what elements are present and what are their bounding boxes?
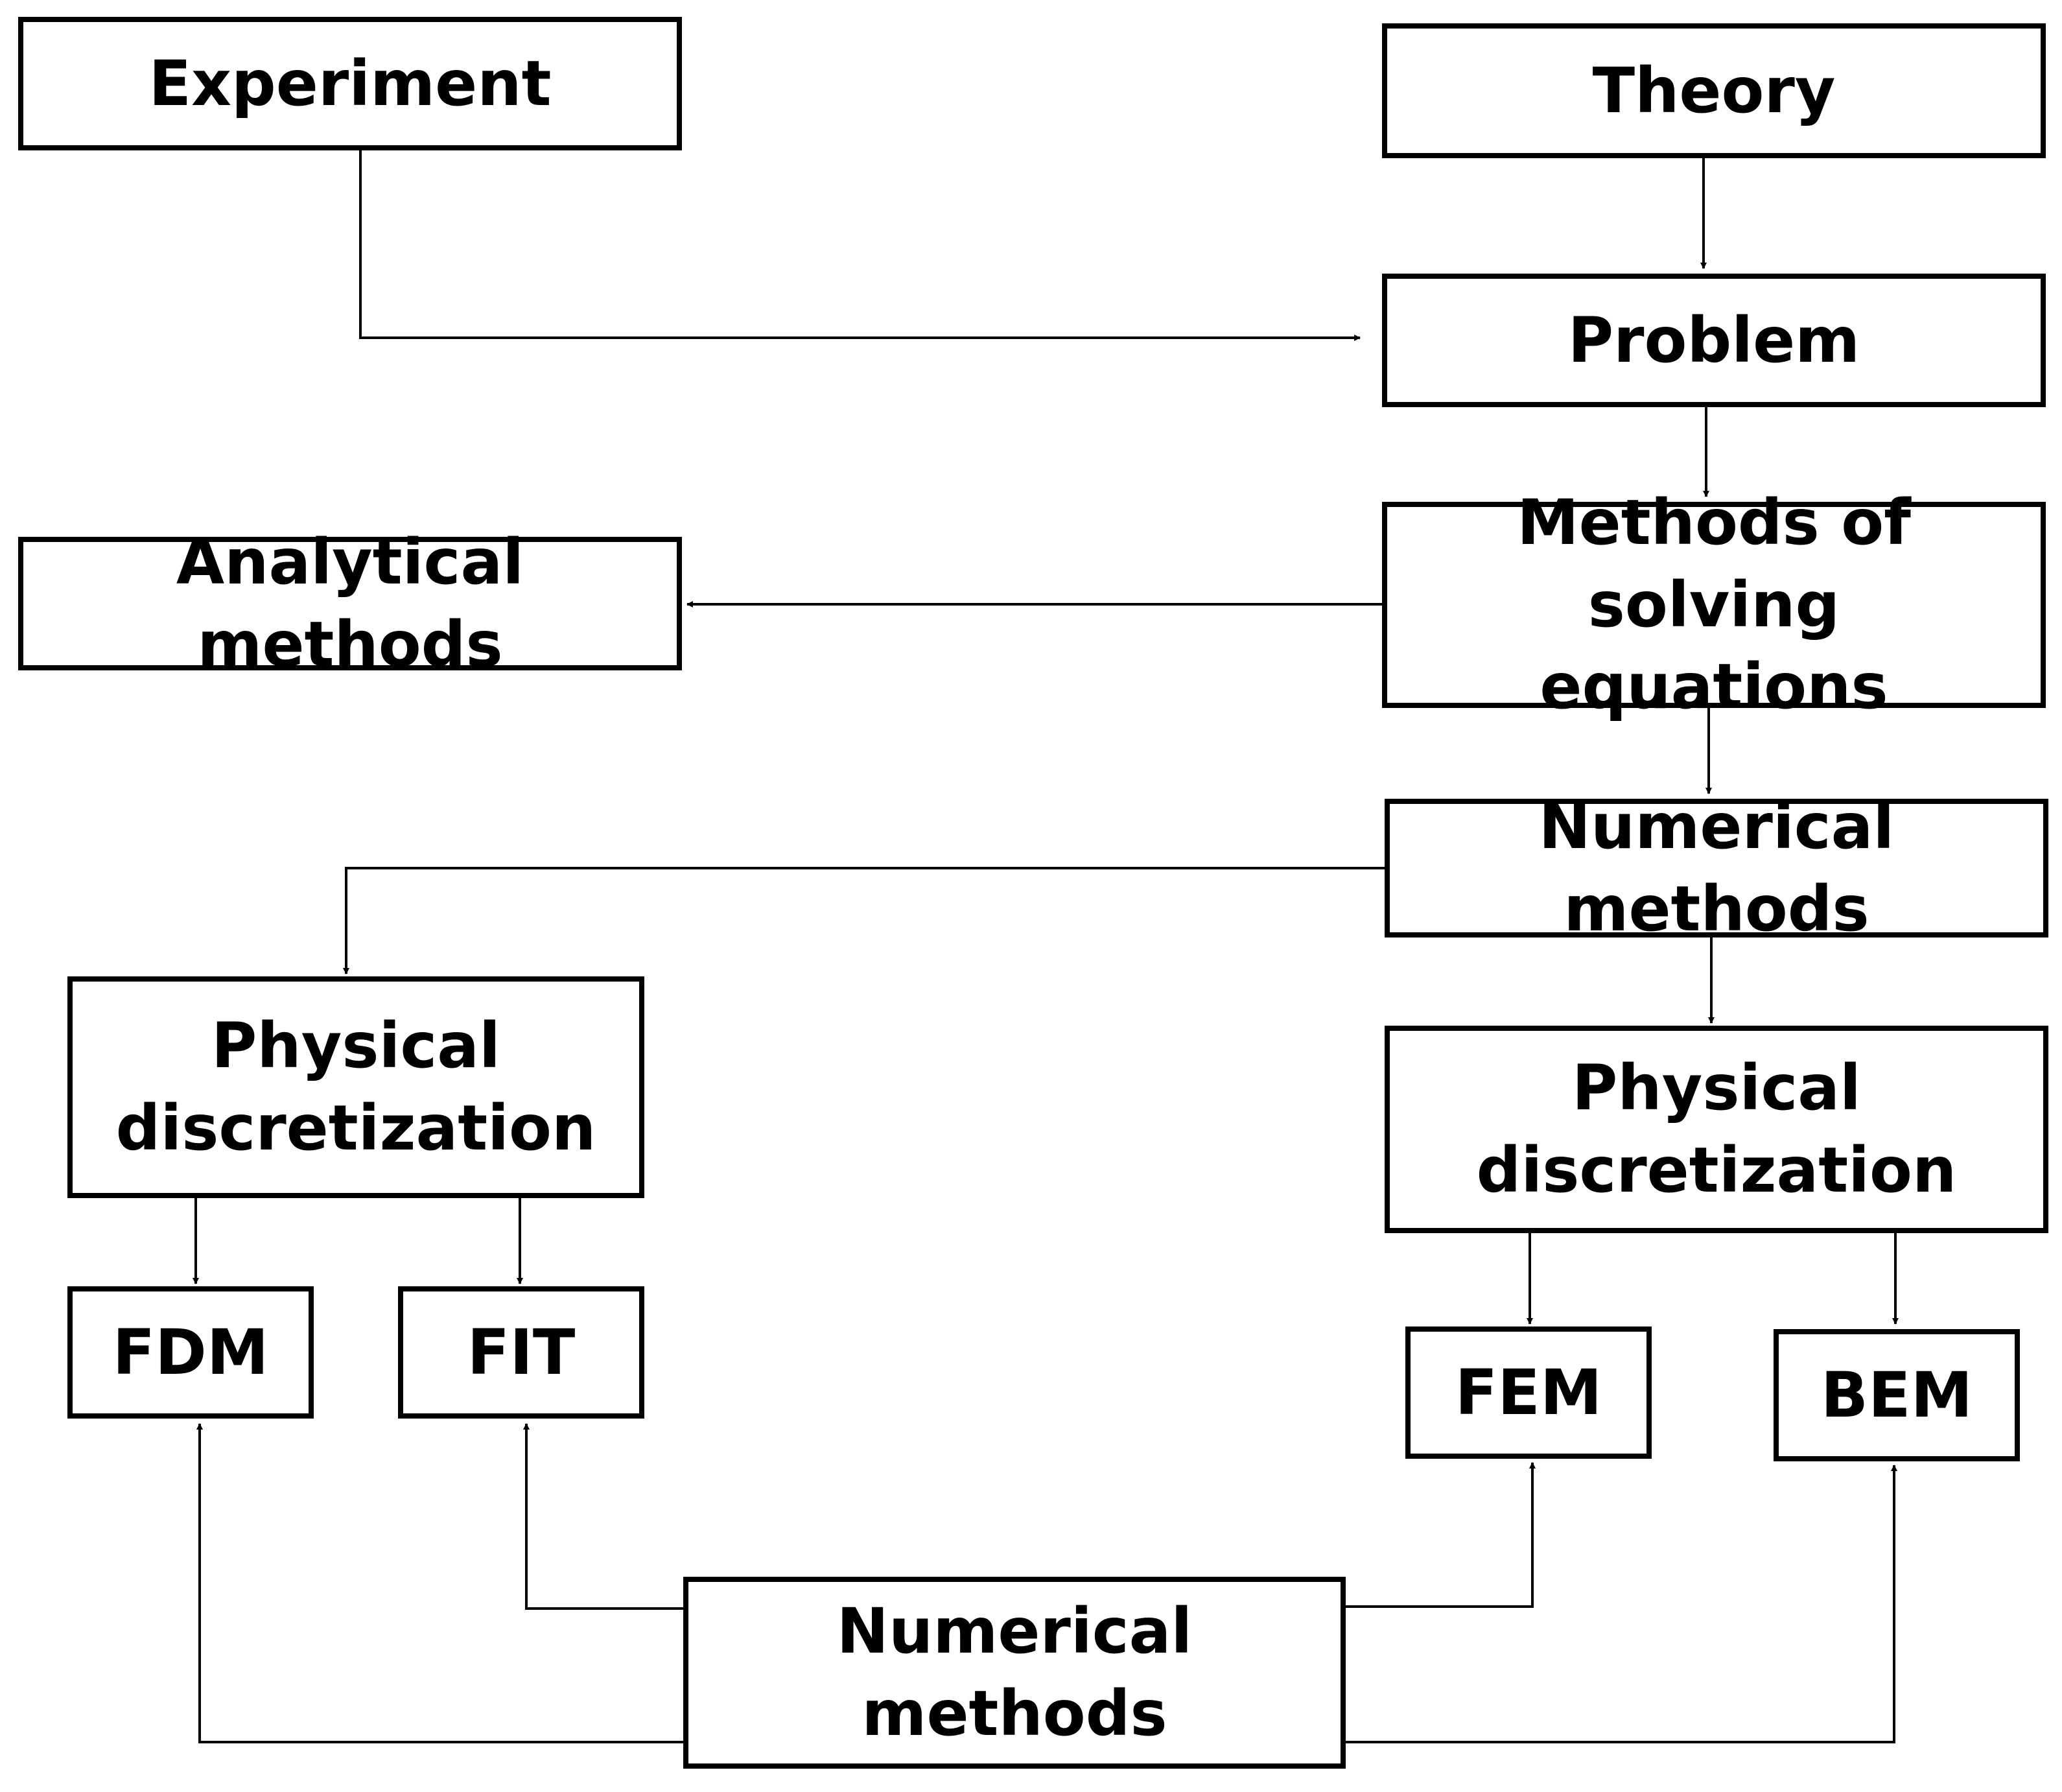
numerical-methods-bottom-box: Numerical methods — [683, 1577, 1346, 1769]
experiment-box: Experiment — [18, 17, 682, 150]
physical-discretization-right-label: Physical discretization — [1476, 1052, 1957, 1207]
theory-box: Theory — [1382, 23, 2046, 158]
numerical-methods-top-box: Numerical methods — [1385, 790, 2048, 945]
bem-box: BEM — [1774, 1329, 2020, 1461]
edge-numerical-bottom-bem — [1346, 1465, 1897, 1743]
numerical-methods-top-label: Numerical methods — [1538, 790, 1895, 945]
edge-numerical-bottom-fit — [523, 1423, 683, 1610]
fit-box: FIT — [398, 1286, 644, 1419]
physical-discretization-left-label: Physical discretization — [115, 1009, 596, 1164]
methods-of-solving-label: Methods of solving equations — [1517, 486, 1911, 724]
problem-label: Problem — [1567, 303, 1860, 377]
fit-label: FIT — [467, 1315, 576, 1389]
fem-box: FEM — [1405, 1326, 1652, 1459]
bem-label: BEM — [1820, 1358, 1973, 1432]
edge-experiment-problem — [359, 150, 1361, 341]
experiment-label: Experiment — [148, 47, 552, 120]
theory-label: Theory — [1592, 54, 1836, 127]
problem-box: Problem — [1382, 274, 2046, 407]
methods-of-solving-box: Methods of solving equations — [1382, 486, 2046, 723]
fdm-label: FDM — [112, 1315, 269, 1389]
edge-numerical-bottom-fem — [1346, 1462, 1536, 1608]
fem-label: FEM — [1455, 1356, 1602, 1429]
edge-numerical-physdisc-left — [343, 867, 1387, 974]
physical-discretization-left-box: Physical discretization — [67, 976, 644, 1198]
analytical-methods-label: Analytical methods — [176, 526, 524, 681]
analytical-methods-box: Analytical methods — [18, 526, 682, 681]
fdm-box: FDM — [67, 1286, 314, 1419]
physical-discretization-right-box: Physical discretization — [1385, 1026, 2048, 1233]
edge-numerical-bottom-fdm — [196, 1423, 683, 1743]
numerical-methods-bottom-label: Numerical methods — [836, 1595, 1193, 1750]
